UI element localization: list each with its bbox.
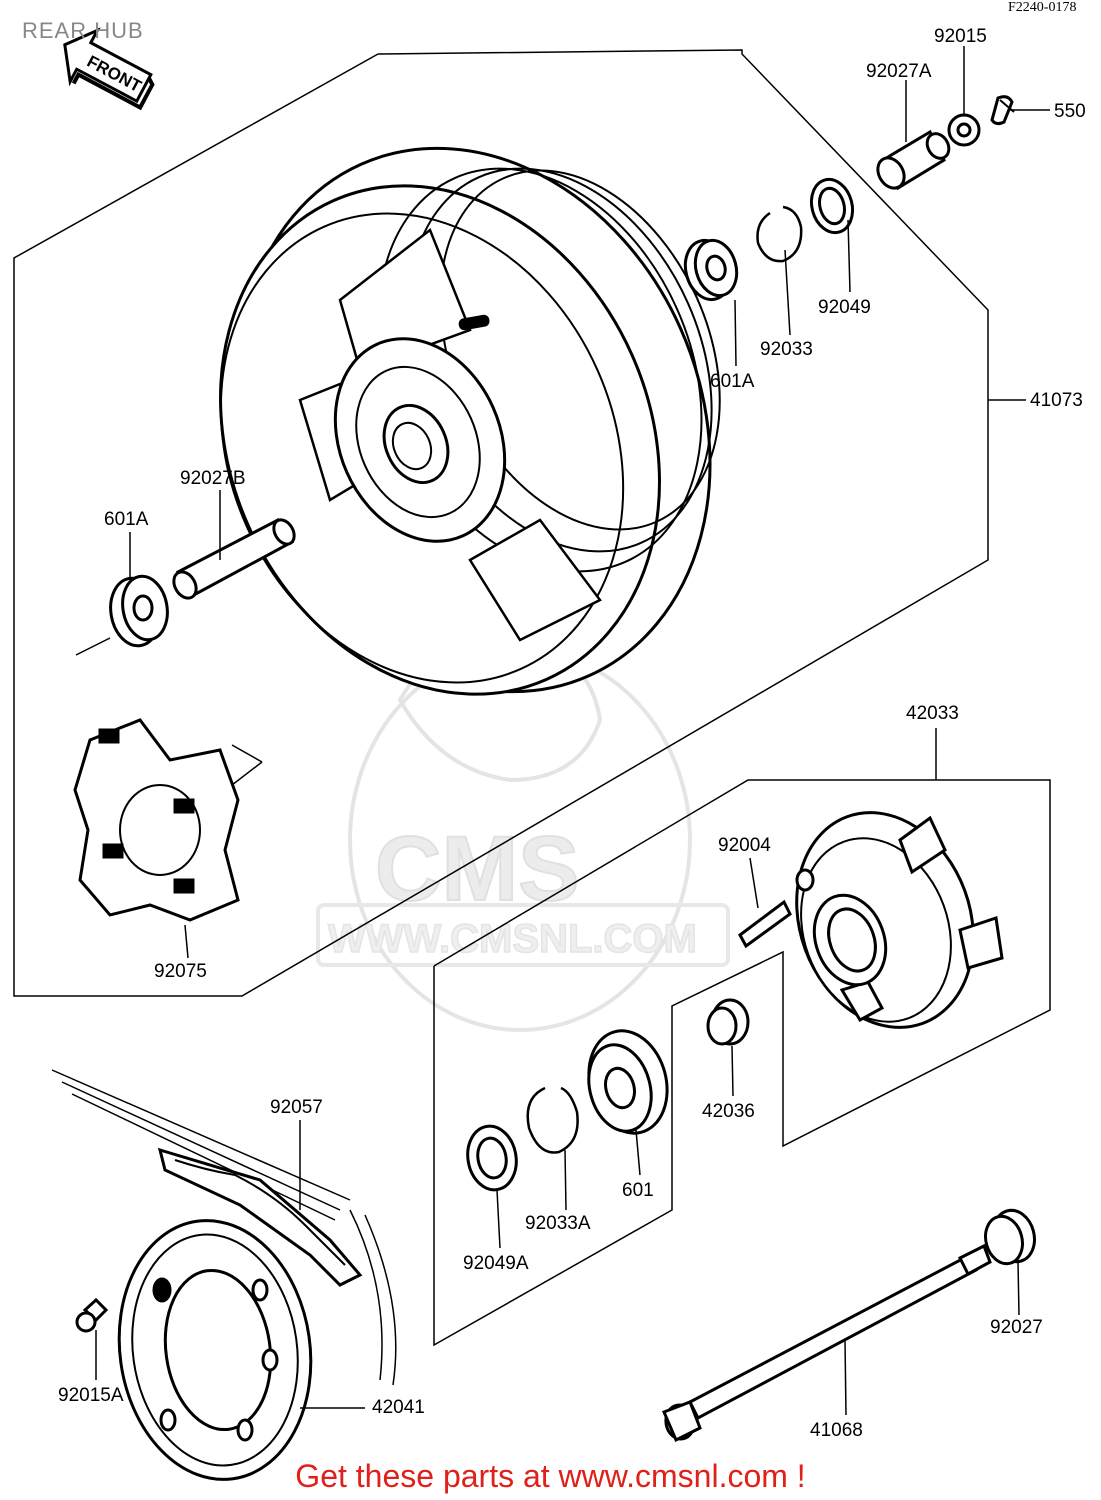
part-label-42036[interactable]: 42036 [702, 1101, 755, 1122]
part-label-92027a[interactable]: 92027A [866, 61, 932, 82]
part-label-601[interactable]: 601 [622, 1180, 654, 1201]
part-label-42033[interactable]: 42033 [906, 703, 959, 724]
hub-bearing-seal-drawing [466, 998, 750, 1192]
page-title: REAR HUB [22, 18, 144, 43]
watermark-url: WWW.CMSNL.COM [328, 917, 697, 961]
rear-wheel-drawing [219, 146, 721, 696]
watermark-brand: CMS [375, 818, 579, 920]
part-label-92033a[interactable]: 92033A [525, 1213, 591, 1234]
part-label-92057[interactable]: 92057 [270, 1097, 323, 1118]
diagram-code: F2240-0178 [1008, 0, 1077, 15]
part-label-92015a[interactable]: 92015A [58, 1385, 124, 1406]
left-bearing-sleeve-drawing [75, 518, 296, 656]
part-label-92049a[interactable]: 92049A [463, 1253, 529, 1274]
rear-sprocket-drawing [75, 1219, 313, 1481]
upper-assembly-outline [13, 49, 989, 997]
part-label-92075[interactable]: 92075 [154, 961, 207, 982]
damper-rubber-drawing [73, 718, 263, 922]
rear-axle-drawing [662, 1208, 1036, 1443]
bearings-seal-ring-drawing [683, 177, 855, 302]
part-label-92027[interactable]: 92027 [990, 1317, 1043, 1338]
part-label-92004[interactable]: 92004 [718, 835, 771, 856]
part-label-92015[interactable]: 92015 [934, 26, 987, 47]
sprocket-hub-drawing [738, 811, 1004, 1029]
part-label-92033[interactable]: 92033 [760, 339, 813, 360]
axle-nut-and-collar-drawing [876, 95, 1015, 191]
hub-assembly-outline [433, 779, 1051, 1347]
footer-cta-link[interactable]: Get these parts at www.cmsnl.com ! [295, 1458, 806, 1494]
part-label-42041[interactable]: 42041 [372, 1397, 425, 1418]
part-label-41073[interactable]: 41073 [1030, 390, 1083, 411]
part-label-41068[interactable]: 41068 [810, 1420, 863, 1441]
part-label-601a-top[interactable]: 601A [710, 371, 755, 392]
part-label-550[interactable]: 550 [1054, 101, 1086, 122]
leader-lines [95, 46, 1050, 1416]
cms-watermark: CMS WWW.CMSNL.COM [316, 636, 730, 1032]
part-label-92027b[interactable]: 92027B [180, 468, 246, 489]
part-label-601a-left[interactable]: 601A [104, 509, 149, 530]
part-label-92049[interactable]: 92049 [818, 297, 871, 318]
